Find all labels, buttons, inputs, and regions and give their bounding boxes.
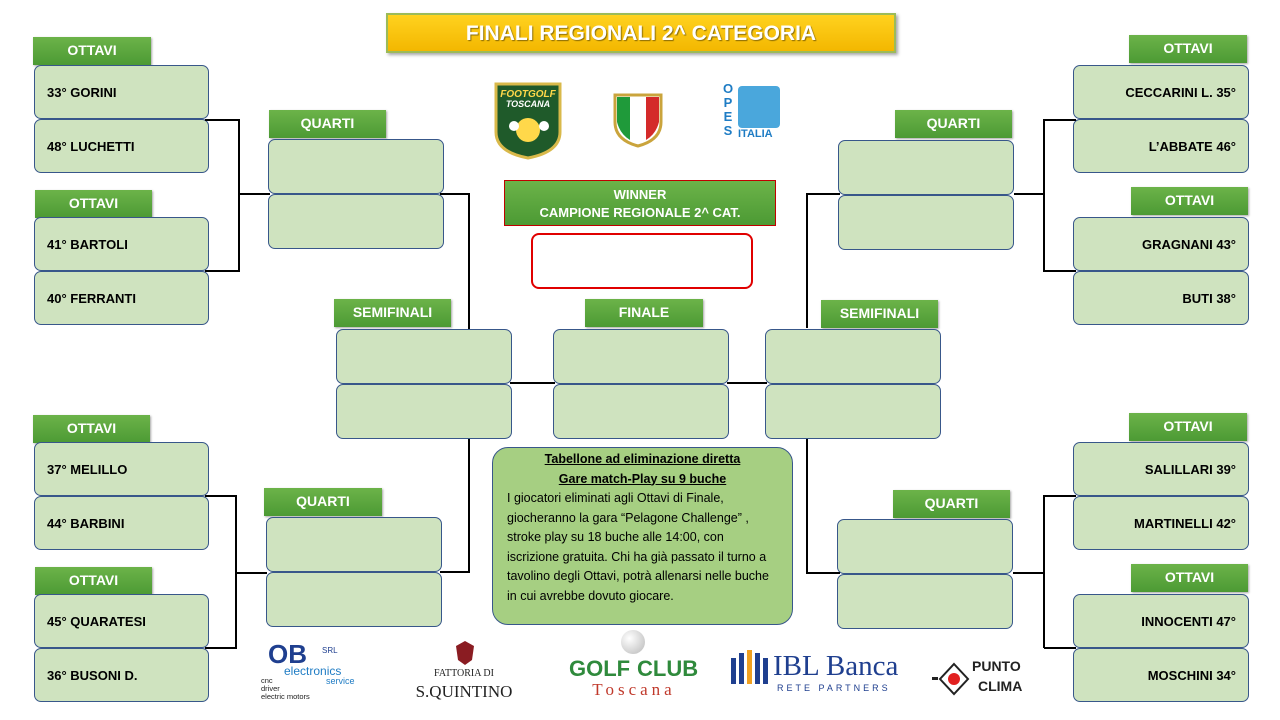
ibl-stripes-icon — [731, 650, 768, 684]
quarti-slot-l1 — [268, 139, 444, 194]
player-slot-l6: 44° BARBINI — [34, 496, 209, 550]
connector — [205, 270, 240, 272]
quarti-slot-l4 — [266, 572, 442, 627]
info-heading-1: Tabellone ad eliminazione diretta — [544, 452, 741, 466]
connector — [1013, 572, 1043, 574]
ottavi-label-r3: OTTAVI — [1129, 413, 1247, 441]
quarti-slot-r1 — [838, 140, 1014, 195]
player-slot-r6: MARTINELLI 42° — [1073, 496, 1249, 550]
golf-club-toscana-logo: GOLF CLUB Toscana — [567, 630, 701, 702]
connector — [205, 647, 237, 649]
fattoria-san-quintino-logo: FATTORIA DI S.QUINTINO — [402, 640, 526, 704]
connector — [238, 119, 240, 272]
punto-clima-icon — [932, 662, 970, 696]
ottavi-label-l3: OTTAVI — [33, 415, 150, 443]
quarti-slot-r4 — [837, 574, 1013, 629]
quarti-slot-r2 — [838, 195, 1014, 250]
quarti-slot-l3 — [266, 517, 442, 572]
player-slot-r4: BUTI 38° — [1073, 271, 1249, 325]
quarti-label-l1: QUARTI — [269, 110, 386, 138]
connector — [240, 193, 270, 195]
connector — [1014, 193, 1044, 195]
ottavi-label-l2: OTTAVI — [35, 190, 152, 218]
connector — [440, 571, 470, 573]
ottavi-label-r4: OTTAVI — [1131, 564, 1248, 592]
connector — [1043, 119, 1045, 272]
connector — [1044, 270, 1076, 272]
ottavi-label-l4: OTTAVI — [35, 567, 152, 595]
player-slot-l2: 48° LUCHETTI — [34, 119, 209, 173]
connector — [727, 382, 767, 384]
connector — [806, 193, 808, 328]
quarti-label-l2: QUARTI — [264, 488, 382, 516]
opes-italia-logo: OPES ITALIA — [720, 82, 784, 158]
svg-text:FOOTGOLF: FOOTGOLF — [500, 89, 556, 100]
semi-slot-l1 — [336, 329, 512, 384]
connector — [1044, 495, 1076, 497]
player-slot-l7: 45° QUARATESI — [34, 594, 209, 648]
finale-slot-1 — [553, 329, 729, 384]
quarti-slot-r3 — [837, 519, 1013, 574]
player-slot-r2: L’ABBATE 46° — [1073, 119, 1249, 173]
semi-slot-r2 — [765, 384, 941, 439]
page-title: FINALI REGIONALI 2^ CATEGORIA — [386, 13, 896, 53]
semi-slot-r1 — [765, 329, 941, 384]
player-slot-l1: 33° GORINI — [34, 65, 209, 119]
connector — [510, 382, 555, 384]
connector — [1044, 647, 1076, 649]
player-slot-l8: 36° BUSONI D. — [34, 648, 209, 702]
player-slot-l4: 40° FERRANTI — [34, 271, 209, 325]
player-slot-r1: CECCARINI L. 35° — [1073, 65, 1249, 119]
quarti-label-r2: QUARTI — [893, 490, 1010, 518]
svg-text:TOSCANA: TOSCANA — [506, 99, 550, 109]
ottavi-label-r1: OTTAVI — [1129, 35, 1247, 63]
finale-label: FINALE — [585, 299, 703, 327]
info-heading-2: Gare match-Play su 9 buche — [558, 471, 727, 486]
crest-icon — [456, 641, 474, 665]
punto-clima-logo: PUNTO CLIMA — [932, 658, 1034, 700]
connector — [237, 572, 267, 574]
ob-electronics-logo: OB electronics SRL service cnc driver el… — [261, 639, 355, 701]
connector — [1044, 119, 1076, 121]
connector — [468, 193, 470, 331]
quarti-slot-l2 — [268, 194, 444, 249]
winner-line1: WINNER — [613, 187, 667, 202]
info-box: Tabellone ad eliminazione diretta Gare m… — [492, 447, 793, 625]
italian-shield-icon — [613, 93, 663, 148]
quarti-label-r1: QUARTI — [895, 110, 1012, 138]
connector — [205, 495, 237, 497]
ibl-banca-logo: IBL Banca RETE PARTNERS — [729, 648, 913, 696]
player-slot-l5: 37° MELILLO — [34, 442, 209, 496]
player-slot-r5: SALILLARI 39° — [1073, 442, 1249, 496]
connector — [806, 193, 840, 195]
connector — [806, 437, 808, 574]
semi-slot-l2 — [336, 384, 512, 439]
semifinali-label-left: SEMIFINALI — [334, 299, 451, 327]
player-slot-r8: MOSCHINI 34° — [1073, 648, 1249, 702]
player-slot-r3: GRAGNANI 43° — [1073, 217, 1249, 271]
connector — [205, 119, 240, 121]
info-body: I giocatori eliminati agli Ottavi di Fin… — [507, 491, 769, 603]
connector — [468, 437, 470, 573]
ottavi-label-l1: OTTAVI — [33, 37, 151, 65]
winner-line2: CAMPIONE REGIONALE 2^ CAT. — [539, 205, 741, 220]
connector — [806, 572, 840, 574]
winner-label: WINNER CAMPIONE REGIONALE 2^ CAT. — [504, 180, 776, 226]
semifinali-label-right: SEMIFINALI — [821, 300, 938, 328]
finale-slot-2 — [553, 384, 729, 439]
ottavi-label-r2: OTTAVI — [1131, 187, 1248, 215]
connector — [235, 495, 237, 648]
golf-ball-icon — [621, 630, 645, 654]
footgolf-toscana-logo: FOOTGOLF TOSCANA — [494, 82, 562, 160]
player-slot-r7: INNOCENTI 47° — [1073, 594, 1249, 648]
connector — [1043, 495, 1045, 648]
winner-slot — [531, 233, 753, 289]
player-slot-l3: 41° BARTOLI — [34, 217, 209, 271]
connector — [440, 193, 470, 195]
